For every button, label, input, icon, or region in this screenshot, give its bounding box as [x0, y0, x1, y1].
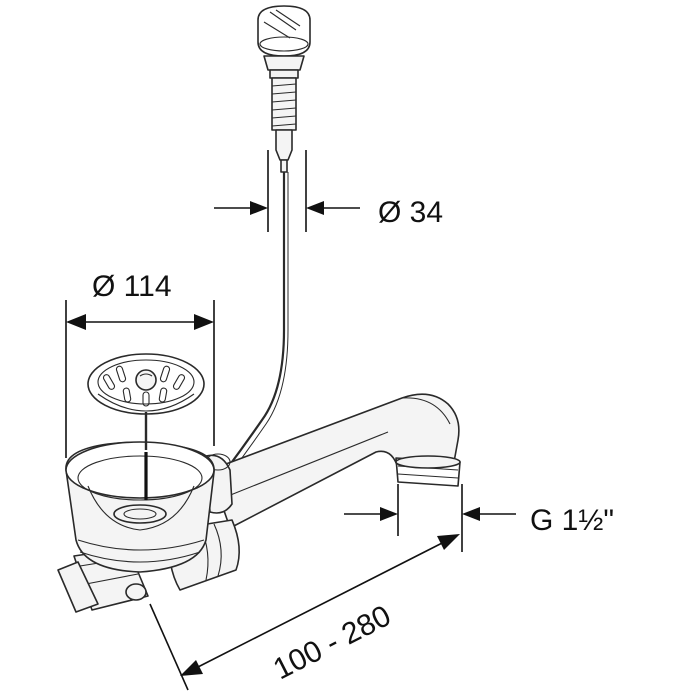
strainer-body	[65, 441, 215, 573]
pipe-threaded-outlet	[395, 455, 461, 487]
dimension-cable-diameter: Ø 34	[214, 150, 443, 232]
strainer-basket	[87, 353, 205, 415]
dimension-thread-size: G 1½"	[344, 484, 614, 552]
waste-pipe	[209, 393, 460, 529]
basket-slots	[102, 365, 186, 407]
label-length-range: 100 - 280	[268, 599, 396, 686]
label-thread-size: G 1½"	[530, 504, 614, 537]
control-knob	[257, 5, 311, 79]
label-strainer-diameter: Ø 114	[92, 270, 172, 303]
knob-shaft-thread	[271, 77, 297, 173]
dimension-strainer-diameter: Ø 114	[65, 270, 215, 458]
label-cable-diameter: Ø 34	[378, 196, 443, 229]
